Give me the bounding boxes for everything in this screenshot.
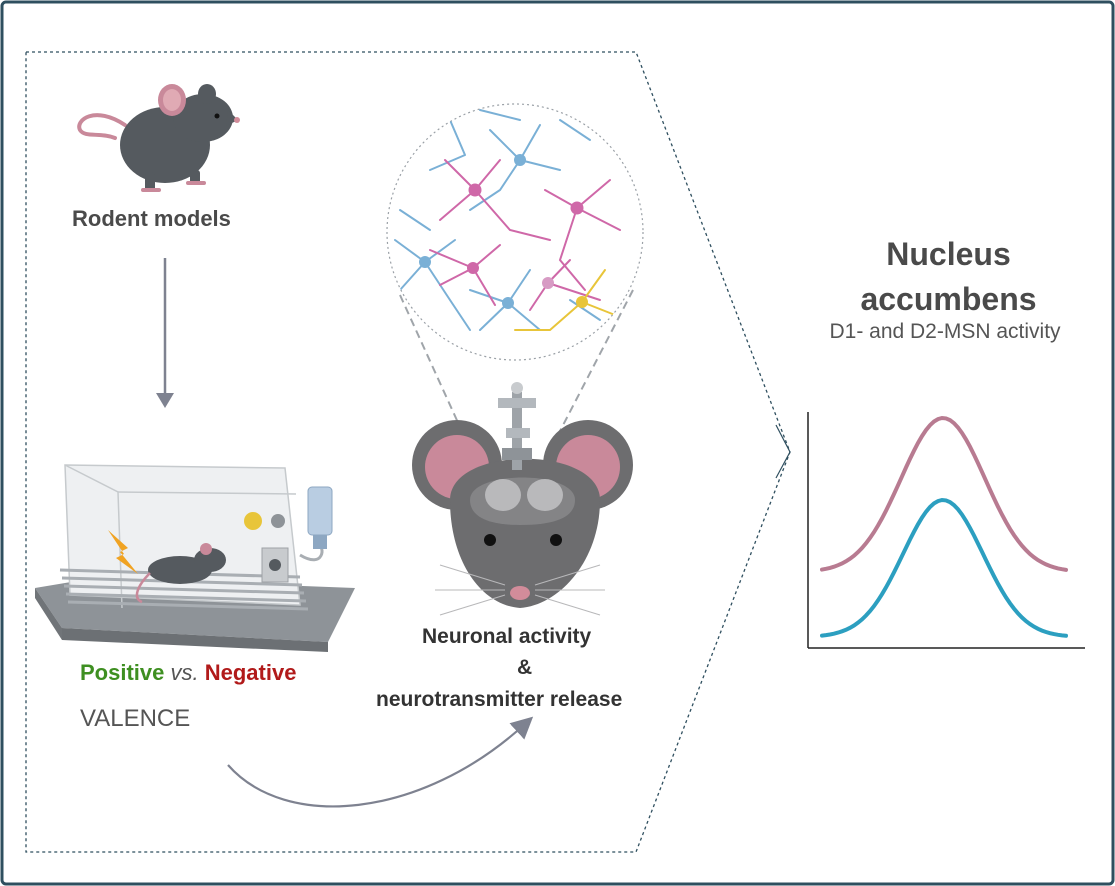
neurotransmitter-release-label: neurotransmitter release <box>376 688 623 711</box>
negative-label: Negative <box>204 660 297 685</box>
valence-label: VALENCE <box>80 705 191 732</box>
curved-arrow <box>227 716 534 808</box>
zoom-line-left <box>399 294 476 461</box>
dashed-chevron-panel <box>25 51 791 853</box>
mouse-head-implant-illustration <box>412 382 633 616</box>
shock-chamber-illustration <box>35 464 355 652</box>
ampersand-label: & <box>517 656 533 679</box>
neuronal-activity-label: Neuronal activity <box>422 625 592 648</box>
activity-plot <box>807 412 1085 649</box>
neuron-network-illustration <box>386 103 644 361</box>
vs-label: vs. <box>170 660 199 685</box>
d2-curve <box>820 497 1068 638</box>
d1-curve <box>820 415 1068 572</box>
valence-comparison: Positive vs. Negative <box>80 660 296 686</box>
nucleus-accumbens-title: Nucleus accumbens <box>860 236 1037 317</box>
mouse-illustration <box>77 84 240 192</box>
positive-label: Positive <box>80 660 165 685</box>
rodent-models-label: Rodent models <box>72 206 231 231</box>
msn-activity-subtitle: D1- and D2-MSN activity <box>829 320 1061 343</box>
